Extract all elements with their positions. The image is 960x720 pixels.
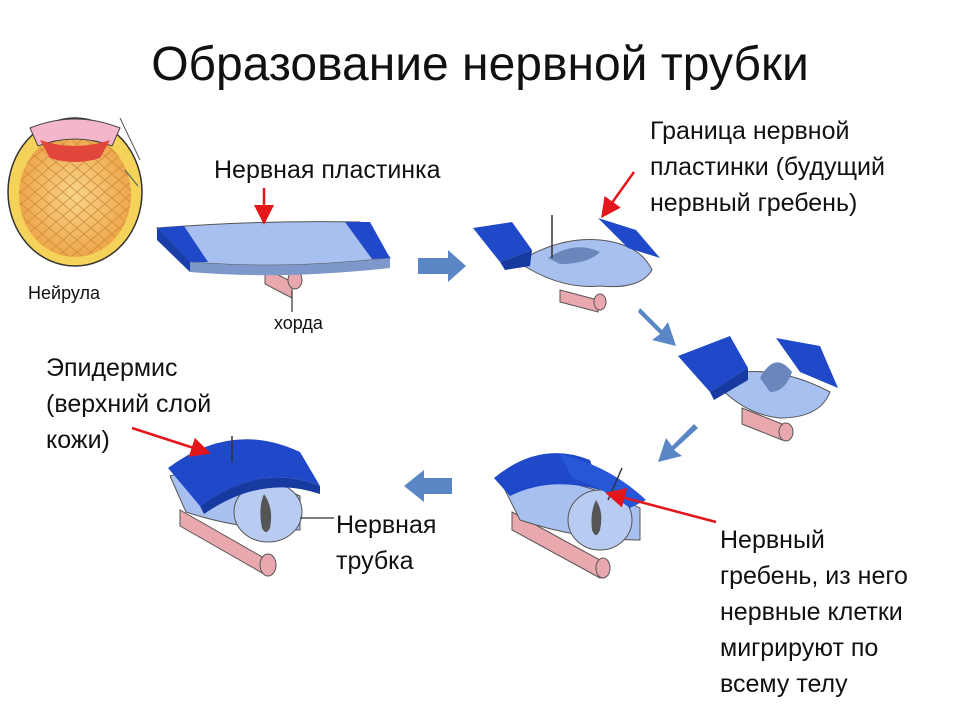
- flow-arrows: [404, 250, 698, 502]
- label-plate-border: Граница нервной пластинки (будущий нервн…: [650, 117, 885, 217]
- notochord-rod: [264, 267, 303, 299]
- label-neural-crest: Нервный гребень, из него нервные клетки …: [720, 526, 908, 698]
- arrow-right: [418, 250, 466, 282]
- border-pointer: [601, 171, 636, 219]
- epidermis-pointer: [131, 426, 211, 457]
- stage-neural-groove: [678, 336, 838, 442]
- stage-neural-plate: [155, 221, 391, 299]
- label-neural-plate: Нервная пластинка: [214, 156, 441, 184]
- arrow-down-right-1: [638, 308, 676, 346]
- stage-neural-folds: [473, 215, 660, 313]
- crest-pointer: [605, 488, 717, 524]
- pointer-lines: [131, 171, 717, 524]
- label-epidermis: Эпидермис (верхний слой кожи): [46, 354, 212, 454]
- neurula-illustration: [7, 117, 143, 267]
- page-title: Образование нервной трубки: [151, 38, 809, 91]
- label-notochord: хорда: [274, 313, 323, 333]
- label-neurula: Нейрула: [28, 283, 100, 303]
- arrow-down-left: [658, 424, 698, 462]
- stage-neural-crest: [494, 453, 646, 579]
- arrow-left: [404, 470, 452, 502]
- label-neural-tube: Нервная трубка: [336, 511, 437, 575]
